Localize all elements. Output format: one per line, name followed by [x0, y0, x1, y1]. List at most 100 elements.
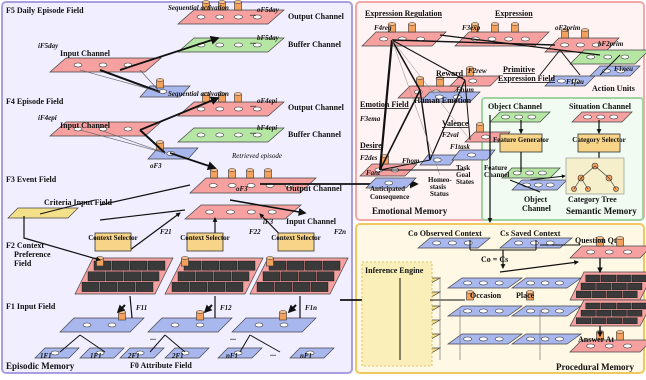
sym-ant: Fant: [366, 169, 381, 177]
task-plane-node: [467, 152, 476, 158]
rew-plane-node: [468, 78, 478, 84]
prim-o-plane: [544, 37, 620, 53]
sym-fau: F1fau: [566, 78, 584, 86]
feature-channel-plane-node: [525, 170, 535, 176]
object-channel-bottom-plane: [511, 179, 568, 191]
f0-field-label: F0 Attribute Field: [130, 361, 192, 370]
task-goal-2: Goal: [456, 171, 470, 179]
hom-plane-node: [432, 157, 442, 163]
f2-grid-2-cell: [213, 271, 232, 282]
procedural-grid-top-cell: [601, 274, 616, 282]
f2-grid-2-cell: [207, 282, 226, 292]
action-units-label: Action Units: [592, 84, 635, 93]
context-selector-2: Context Selector: [180, 232, 230, 252]
procedural-grid-top-cell: [580, 282, 596, 290]
f2-grid-3-cell: [322, 260, 341, 271]
f5-output-plane: [177, 9, 285, 25]
f1-plane-2-node: [195, 322, 205, 328]
dots-7: ...: [270, 349, 276, 358]
procedural-grid-top-cell: [627, 282, 643, 290]
episodic-neuron-15: [96, 256, 104, 267]
episodic-neuron-8: [246, 168, 254, 179]
f5-input-plane-node: [73, 62, 83, 68]
f0-plane-3: [164, 347, 210, 359]
f4-buffer-plane-node: [196, 132, 206, 138]
question-plane-node: [586, 249, 596, 255]
emotional-neuron-1: [408, 22, 416, 33]
expression-label: Expression: [495, 9, 533, 18]
f2-grid-3-cell: [310, 282, 329, 292]
f4-field-label: F4 Episode Field: [6, 97, 64, 106]
sym-f2-2: F22: [249, 228, 261, 236]
sym-f1-n: F1n: [305, 304, 317, 312]
episodic-neuron-17: [266, 256, 274, 267]
observed-context-plane-node: [448, 240, 457, 246]
emotional-connections: [378, 34, 621, 176]
procedural-grid-top-cell: [632, 274, 646, 282]
f3-field-label: F3 Event Field: [6, 175, 57, 184]
f2-grid-1-cell: [99, 282, 118, 292]
f5-input-plane-node: [98, 62, 108, 68]
f4-buffer-plane-node: [252, 132, 262, 138]
occasion-label: Occasion: [470, 291, 502, 300]
object-channel-plane-node: [527, 114, 537, 120]
input-channel-3: Input Channel: [286, 217, 337, 226]
object-channel-bottom-plane-node: [533, 182, 543, 188]
context-selector-2-label: Context Selector: [180, 234, 230, 242]
procedural-grid-top-cell: [616, 274, 632, 282]
f0-plane-1: [79, 347, 125, 359]
procedural-grid-top-cell: [585, 274, 601, 282]
episodic-neuron-1: [218, 0, 226, 11]
procedural-grid-top: [569, 271, 646, 301]
f5-buffer-plane-node: [234, 42, 243, 48]
f2-grid-1-cell: [141, 271, 160, 282]
f4-output-plane-node: [252, 106, 262, 112]
sym-f0-4: nF1: [226, 352, 238, 360]
procedural-grid-bottom-cell: [576, 317, 591, 324]
exp-plane-node: [520, 36, 530, 42]
f0-plane-0: [34, 347, 80, 359]
sym-reg: F4reg: [374, 24, 392, 32]
dots-1: ...: [250, 9, 256, 18]
f2-grid-3-cell: [298, 271, 317, 282]
f4-output-plane-node: [234, 106, 243, 112]
output-channel-1: Output Channel: [288, 12, 345, 21]
place-plane-2-node: [540, 336, 550, 342]
val-plane-node: [481, 134, 490, 140]
desire-label: Desire: [360, 141, 382, 150]
emotional-neuron-10: [476, 122, 484, 133]
output-channel-3: Output Channel: [286, 184, 343, 193]
f2-grid-1-cell: [111, 260, 130, 271]
seq-activation-top: Sequential activation: [168, 4, 229, 12]
answer-plane: [569, 339, 646, 353]
f1-plane-3-node: [279, 322, 289, 328]
criteria-input-field-label: Criteria Input Field: [44, 198, 113, 207]
feature-channel-plane-node: [538, 170, 547, 176]
f1-plane-1-node: [107, 322, 117, 328]
emotional-neuron-4: [511, 22, 519, 33]
f4-output-plane-node: [215, 106, 225, 112]
feature-generator-label: Feature Generator: [493, 136, 549, 144]
observed-context-plane: [417, 237, 491, 249]
episodic-neuron-6: [210, 168, 218, 179]
f2-grid-1-cell: [105, 271, 124, 282]
f4-input-plane-node: [123, 126, 133, 132]
fau-plane: [544, 75, 596, 87]
f2-grid-2: [164, 257, 264, 295]
procedural-memory-title: Procedural Memory: [556, 362, 635, 372]
object-channel-plane-node: [514, 114, 524, 120]
exp-plane-node: [487, 36, 497, 42]
f3-input-plane: [184, 204, 302, 220]
f4-buffer-plane-node: [215, 132, 225, 138]
sym-f2-1: F21: [160, 228, 172, 236]
f0-plane-5-node: [305, 350, 315, 356]
saved-context-label: Cs Saved Context: [500, 229, 561, 238]
f4-input-plane: [49, 121, 162, 137]
episodic-neuron-3: [202, 92, 210, 103]
emotional-memory-title: Emotional Memory: [372, 206, 448, 216]
procedural-grid-bottom-cell: [580, 310, 596, 317]
sym-des: F2des: [360, 154, 378, 162]
occasion-plane-0-node: [479, 280, 488, 286]
f2-grid-3-cell: [292, 282, 311, 292]
